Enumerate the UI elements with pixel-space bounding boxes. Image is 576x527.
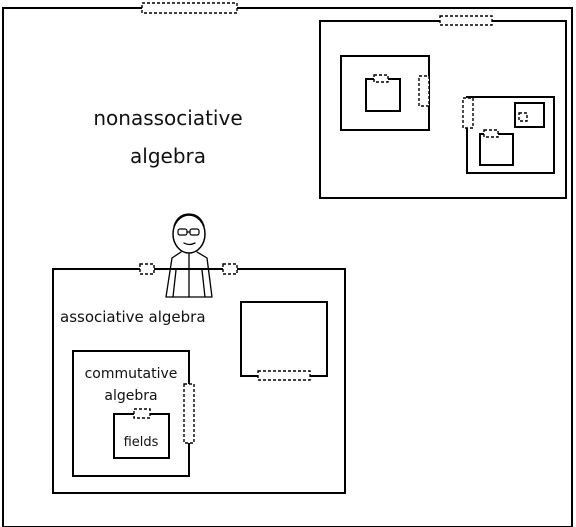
associative-left-door[interactable] xyxy=(139,263,155,275)
associative-label: associative algebra xyxy=(60,308,206,326)
nonassociative-label-line2: algebra xyxy=(130,144,206,168)
fields-label: fields xyxy=(124,435,159,450)
top-right-left-room-door[interactable] xyxy=(418,75,430,107)
commutative-label-line2: algebra xyxy=(104,388,157,404)
associative-right-door[interactable] xyxy=(222,263,238,275)
fields-box xyxy=(113,413,170,459)
person-icon xyxy=(165,213,213,298)
top-right-structure xyxy=(319,15,567,199)
commutative-side-door[interactable] xyxy=(183,383,195,444)
commutative-label-line1: commutative xyxy=(85,366,178,382)
top-right-bottom-room xyxy=(479,133,514,166)
associative-empty-room-door[interactable] xyxy=(257,370,311,381)
fields-door[interactable] xyxy=(133,408,151,419)
top-right-room-door[interactable] xyxy=(439,15,493,26)
top-right-right-room-door[interactable] xyxy=(462,97,474,129)
outer-top-door[interactable] xyxy=(141,2,238,14)
associative-empty-room xyxy=(240,301,328,377)
top-right-left-inner-room xyxy=(365,78,401,112)
nonassociative-label-line1: nonassociative xyxy=(93,106,242,130)
top-right-small-room-door[interactable] xyxy=(518,112,528,122)
top-right-bottom-room-door[interactable] xyxy=(483,129,499,138)
top-right-left-inner-door[interactable] xyxy=(373,74,389,83)
